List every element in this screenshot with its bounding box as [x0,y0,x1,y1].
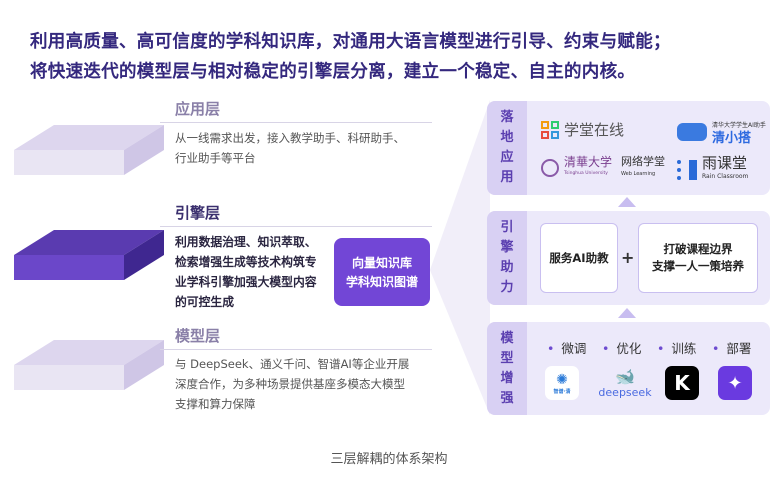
engine-layer-desc: 利用数据治理、知识萃取、检索增强生成等技术构筑专业学科引擎加强大模型内容的可控生… [175,235,317,309]
action-optimize: 优化 [602,338,641,357]
zhipu-icon: ✺ [556,371,568,388]
divider [160,226,432,227]
connector-fan [430,100,490,415]
model-layer-desc: 与 DeepSeek、通义千问、智谱AI等企业开展深度合作，为多种场景提供基座多… [175,357,410,411]
tongyi-logo-icon: ✦ [718,366,752,400]
application-panel-tag: 落地应用 [487,101,527,195]
xuetangx-icon [541,120,559,139]
application-layer-title: 应用层 [175,100,221,118]
application-layer-slab [14,125,164,175]
personalized-training-box: 打破课程边界支撑一人一策培养 [638,223,758,293]
rain-icon [677,160,697,180]
engine-layer-slab [14,230,164,280]
plus-sign: + [621,248,635,267]
deepseek-logo: 🐋deepseek [598,367,652,399]
model-panel-tag: 模型增强 [487,322,527,415]
action-deploy: 部署 [712,338,751,357]
action-train: 训练 [657,338,696,357]
divider [160,122,432,123]
divider [160,349,432,350]
engine-layer-title: 引擎层 [175,204,221,222]
knowledge-base-box: 向量知识库学科知识图谱 [334,238,430,306]
headline-line1: 利用高质量、高可信度的学科知识库，对通用大语言模型进行引导、约束与赋能； [30,32,671,52]
application-layer-desc: 从一线需求出发，接入教学助手、科研助手、行业助手等平台 [175,131,405,165]
engine-panel-tag: 引擎助力 [487,211,527,305]
arrow-up-icon [618,308,636,318]
model-layer-slab [14,340,164,390]
robot-icon [677,123,707,141]
xuetangx-logo: 学堂在线 [541,119,624,140]
figure-caption: 三层解耦的体系架构 [330,452,448,467]
qingxiaoda-logo: 清华大学学生AI助手清小搭 [677,119,766,145]
zhipu-logo: ✺智谱·清 [545,366,579,400]
headline-line2: 将快速迭代的模型层与相对稳定的引擎层分离，建立一个稳定、自主的内核。 [30,62,636,82]
kimi-logo: K [665,366,699,400]
action-finetune: 微调 [547,338,586,357]
model-layer-title: 模型层 [175,327,221,345]
tsinghua-seal-icon [541,159,559,177]
whale-icon: 🐋 [615,367,635,386]
arrow-up-icon [618,197,636,207]
ai-ta-box: 服务AI助教 [540,223,618,293]
